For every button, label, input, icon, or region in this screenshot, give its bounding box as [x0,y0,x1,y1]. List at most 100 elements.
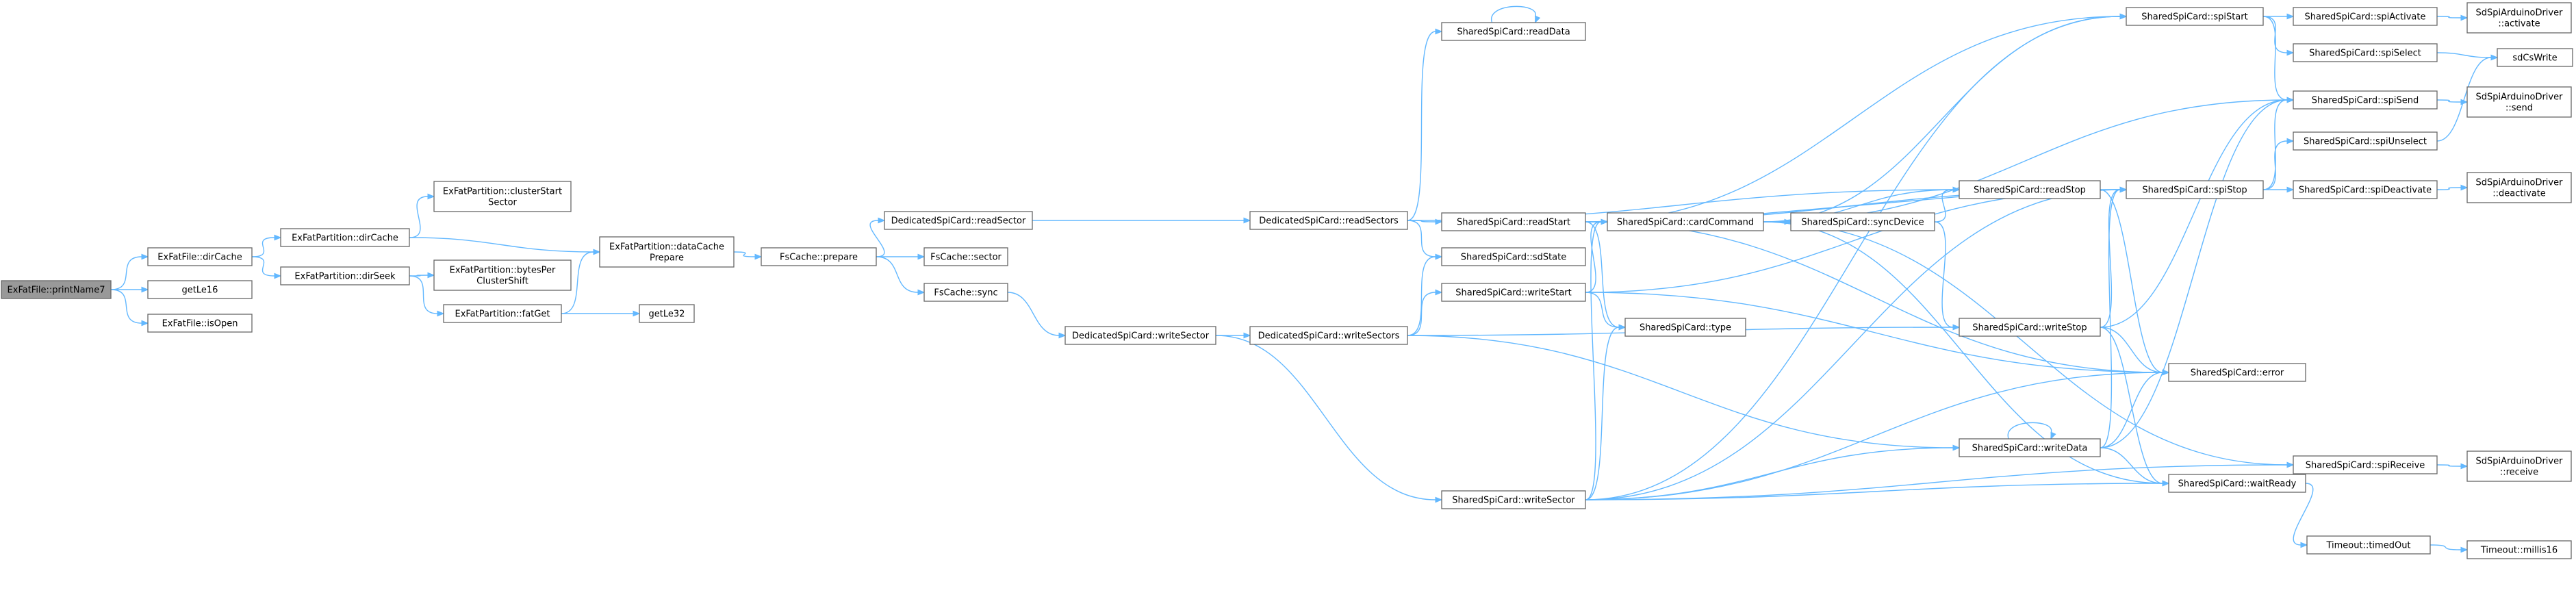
node-label: ::send [2505,103,2533,114]
edge-part-dir-cache-to-cluster-start-sector [409,193,435,238]
edge-s-write-sector-to-wait-ready [1585,480,2170,500]
node-drv-activate[interactable]: SdSpiArduinoDriver::activate [2466,2,2572,34]
node-label: SharedSpiCard::spiUnselect [2304,137,2427,147]
edge-d-write-sector-to-s-write-sector [1215,335,1443,503]
edge-dir-cache-to-dir-seek [251,256,282,279]
edge-write-stop-to-spi-send [2100,97,2295,328]
node-label: ExFatPartition::dirCache [292,233,398,244]
edge-card-command-to-spi-start [1763,13,2128,223]
edge-write-data-to-error [2100,369,2170,448]
node-label: Timeout::timedOut [2325,541,2410,551]
edge-write-stop-to-spi-stop [2100,186,2128,328]
edge-spi-start-to-spi-select [2262,16,2295,56]
node-label: getLe32 [649,309,685,320]
edge-part-dir-cache-to-data-cache-prepare [409,237,601,255]
node-label: Timeout::millis16 [2480,546,2558,556]
edge-write-data-to-write-data [2007,422,2056,440]
node-label: SharedSpiCard::spiSelect [2309,49,2421,59]
nodes: ExFatFile::printName7 ExFatFile::dirCache… [1,2,2573,559]
edge-dir-seek-to-fat-get [409,275,445,317]
edge-spi-receive-to-drv-receive [2436,463,2469,470]
node-write-stop[interactable]: SharedSpiCard::writeStop [1959,318,2101,337]
node-label: SharedSpiCard::syncDevice [1801,218,1924,228]
node-label: getLe16 [182,285,218,296]
node-sync-device[interactable]: SharedSpiCard::syncDevice [1790,212,1935,231]
edge-prepare-to-d-read-sector [869,217,886,257]
edge-write-data-to-wait-ready [2100,447,2170,487]
edge-timed-out-to-millis16 [2430,544,2469,553]
node-d-read-sectors[interactable]: DedicatedSpiCard::readSectors [1249,211,1408,230]
node-millis16[interactable]: Timeout::millis16 [2466,540,2572,559]
edge-sync-device-to-read-stop [1934,186,1961,223]
node-card-command[interactable]: SharedSpiCard::cardCommand [1607,212,1764,231]
node-spi-select[interactable]: SharedSpiCard::spiSelect [2293,43,2438,62]
node-part-dir-cache[interactable]: ExFatPartition::dirCache [280,228,410,247]
node-drv-send[interactable]: SdSpiArduinoDriver::send [2466,86,2572,118]
node-error[interactable]: SharedSpiCard::error [2168,363,2306,382]
node-d-read-sector[interactable]: DedicatedSpiCard::readSector [884,211,1033,230]
node-wait-ready[interactable]: SharedSpiCard::waitReady [2168,474,2306,493]
node-label: SharedSpiCard::writeSector [1452,496,1575,506]
node-spi-start[interactable]: SharedSpiCard::spiStart [2126,7,2264,26]
node-spi-receive[interactable]: SharedSpiCard::spiReceive [2293,455,2438,474]
node-label: sdCsWrite [2512,53,2557,64]
node-label: SharedSpiCard::spiStart [2141,12,2247,23]
node-get-le16[interactable]: getLe16 [147,280,253,299]
edge-d-write-sectors-to-write-start [1407,289,1443,336]
node-label: SharedSpiCard::type [1640,323,1731,333]
node-label: DedicatedSpiCard::readSector [891,216,1026,227]
node-s-write-sector[interactable]: SharedSpiCard::writeSector [1441,490,1586,509]
node-is-open[interactable]: ExFatFile::isOpen [147,314,253,333]
node-label: ::receive [2500,468,2538,478]
node-read-stop[interactable]: SharedSpiCard::readStop [1959,180,2101,199]
node-sd-cs-write[interactable]: sdCsWrite [2497,48,2573,67]
node-label: ::activate [2498,19,2540,29]
node-label: SharedSpiCard::readStart [1457,218,1570,228]
node-dir-cache[interactable]: ExFatFile::dirCache [147,247,253,266]
node-get-le32[interactable]: getLe32 [639,304,695,323]
node-drv-deactivate[interactable]: SdSpiArduinoDriver::deactivate [2466,172,2572,203]
edge-sync-device-to-write-stop [1934,221,1961,331]
node-sector[interactable]: FsCache::sector [923,247,1008,266]
node-spi-deactivate[interactable]: SharedSpiCard::spiDeactivate [2293,180,2438,199]
node-label: FsCache::sync [934,288,997,298]
node-label: ExFatFile::dirCache [157,253,242,263]
node-read-data[interactable]: SharedSpiCard::readData [1441,22,1586,41]
edge-d-read-sector-to-d-read-sectors [1032,217,1251,224]
node-label: SharedSpiCard::cardCommand [1617,218,1754,228]
edge-write-data-to-spi-stop [2100,186,2128,448]
node-timed-out[interactable]: Timeout::timedOut [2306,535,2431,555]
edge-spi-stop-to-spi-deactivate [2263,186,2295,193]
edge-print-name7-to-get-le16 [111,286,149,293]
node-dir-seek[interactable]: ExFatPartition::dirSeek [280,266,410,285]
node-fat-get[interactable]: ExFatPartition::fatGet [443,304,562,323]
edge-d-write-sectors-to-write-data [1407,335,1961,451]
edge-write-start-to-spi-stop [1585,186,2128,293]
node-type[interactable]: SharedSpiCard::type [1624,318,1746,337]
edge-dir-seek-to-bytes-per-cluster-shift [409,272,435,279]
node-drv-receive[interactable]: SdSpiArduinoDriver::receive [2466,450,2572,482]
node-label: ExFatFile::isOpen [162,319,238,329]
node-sync[interactable]: FsCache::sync [923,283,1008,302]
node-spi-unselect[interactable]: SharedSpiCard::spiUnselect [2293,131,2438,151]
node-write-data[interactable]: SharedSpiCard::writeData [1959,438,2101,457]
node-prepare[interactable]: FsCache::prepare [761,247,877,266]
edge-spi-activate-to-drv-activate [2436,14,2469,21]
node-write-start[interactable]: SharedSpiCard::writeStart [1441,283,1586,302]
node-read-start[interactable]: SharedSpiCard::readStart [1441,212,1586,231]
edge-s-write-sector-to-spi-start [1585,13,2128,500]
node-spi-stop[interactable]: SharedSpiCard::spiStop [2126,180,2264,199]
node-spi-activate[interactable]: SharedSpiCard::spiActivate [2293,7,2438,26]
node-print-name7: ExFatFile::printName7 [1,280,112,299]
node-d-write-sector[interactable]: DedicatedSpiCard::writeSector [1064,326,1216,345]
edge-read-data-to-read-data [1491,5,1541,24]
node-spi-send[interactable]: SharedSpiCard::spiSend [2293,90,2438,110]
node-d-write-sectors[interactable]: DedicatedSpiCard::writeSectors [1249,326,1408,345]
edge-prepare-to-sector [876,253,926,260]
edge-s-write-sector-to-card-command [1585,218,1609,500]
node-sd-state[interactable]: SharedSpiCard::sdState [1441,247,1586,266]
node-label: ::deactivate [2492,189,2546,199]
